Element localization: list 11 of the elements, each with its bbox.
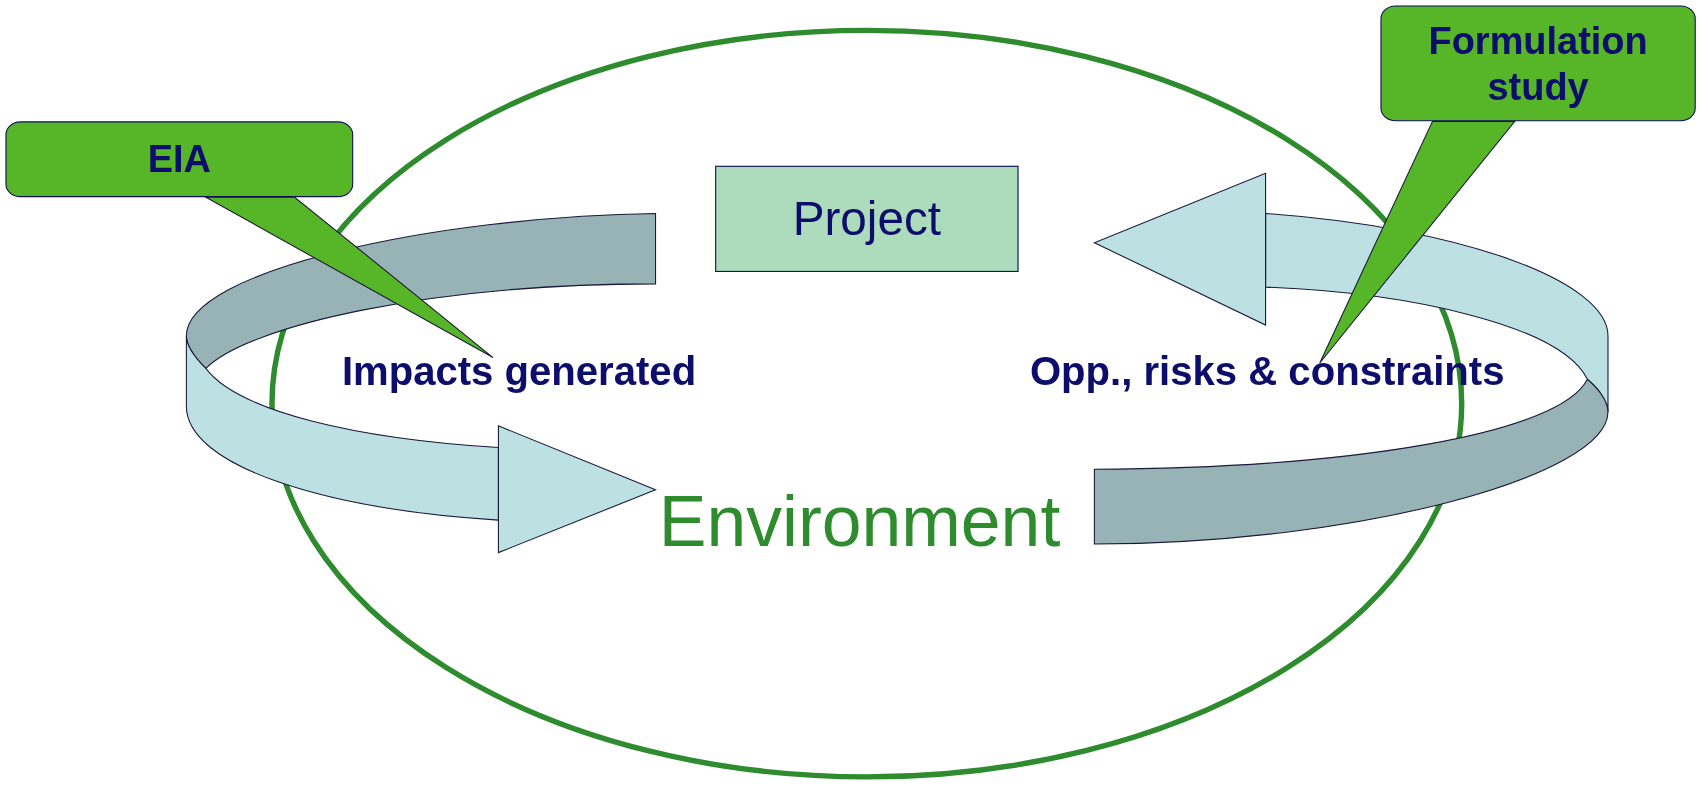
arrow-label: Impacts generated [341,348,697,394]
curved-arrow [1093,172,1609,545]
callout-text: Formulation study [1427,17,1649,109]
callout-pointer [1319,120,1516,364]
callout-text: EIA [147,136,211,182]
process-box [715,165,1019,272]
environment-label: Environment [658,480,1061,563]
callout-box [5,121,354,198]
callout-box [1380,5,1696,122]
curved-arrow [185,212,657,554]
box-label: Project [792,191,942,246]
